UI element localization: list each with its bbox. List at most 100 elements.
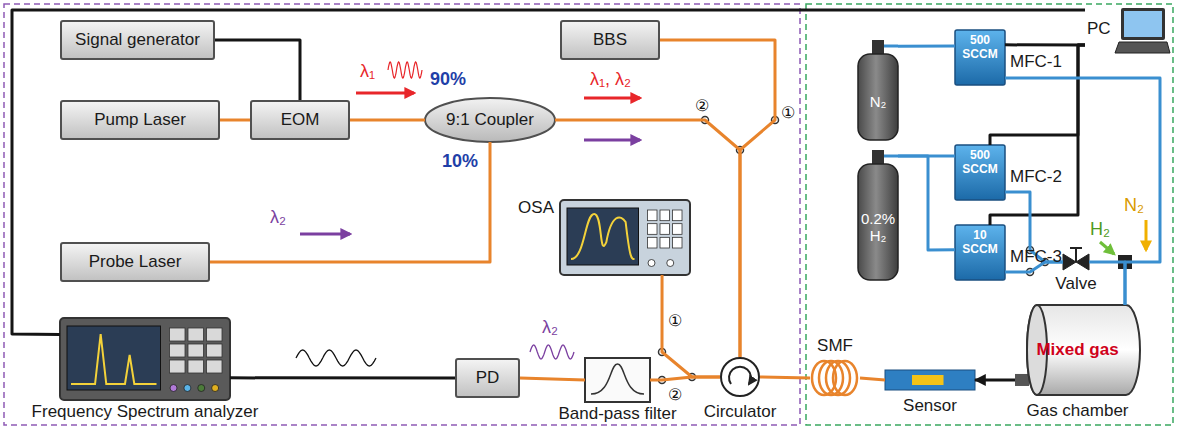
- keypad-key: [648, 224, 658, 235]
- laptop-display: [1124, 11, 1162, 37]
- keypad-key: [660, 210, 670, 221]
- optical-spectrum-analyzer: OSA: [560, 200, 690, 275]
- pc-laptop: PC: [1085, 5, 1170, 58]
- node-caption: 0.2% H₂: [858, 210, 898, 245]
- cylinder-body: [858, 164, 898, 280]
- gas-valve: Valve: [1063, 252, 1089, 272]
- mass-flow-controller-drawing: [955, 30, 1005, 85]
- mass-flow-controller: 500 SCCMMFC-1: [955, 30, 1005, 85]
- node-label: Mixed gas: [1015, 340, 1140, 360]
- sensor-element: [912, 375, 944, 385]
- optical-fiber: [350, 119, 425, 122]
- keypad-key: [648, 210, 658, 221]
- circulator-body: [721, 358, 759, 396]
- keypad-key: [207, 360, 223, 373]
- keypad-key: [673, 210, 683, 221]
- instrument-screen: [67, 326, 161, 390]
- keypad-key: [648, 237, 658, 248]
- port-knob: [212, 385, 219, 392]
- gas-label: N₂: [1124, 196, 1144, 216]
- gas-cylinder: N₂: [858, 38, 898, 140]
- node-label: BBS: [562, 30, 658, 50]
- gas-chamber: Mixed gasGas chamber: [1015, 305, 1140, 395]
- laptop-base: [1115, 42, 1170, 53]
- port-knob: [184, 385, 191, 392]
- circulator-arrow: [729, 367, 751, 384]
- signal-cable: [230, 376, 455, 379]
- spectrum-analyzer-drawing: [60, 318, 230, 400]
- node-caption: PC: [1087, 19, 1117, 39]
- keypad-key: [170, 328, 186, 341]
- keypad-key: [170, 344, 186, 357]
- keypad-key: [207, 328, 223, 341]
- pump-laser: Pump Laser: [60, 100, 220, 140]
- probe-arrow: [584, 139, 640, 142]
- node-caption: MFC-1: [1010, 52, 1070, 72]
- instrument-body: [560, 200, 690, 275]
- optical-fiber: [760, 377, 810, 378]
- pump-arrow: [356, 92, 414, 95]
- n2-arrow: [1145, 220, 1148, 250]
- optical-spectrum-analyzer-drawing: [560, 200, 690, 275]
- fiber-coil-drawing: [812, 361, 857, 395]
- h2-arrow: [1100, 242, 1114, 254]
- pc-laptop-drawing: [1115, 8, 1170, 53]
- wavelength-label: λ₁, λ₂: [590, 70, 631, 90]
- node-caption: SMF: [805, 336, 865, 356]
- node-label: 9:1 Coupler: [425, 110, 555, 130]
- keypad-key: [188, 344, 204, 357]
- control-cable: [990, 45, 1085, 145]
- coupler-body: [425, 98, 555, 142]
- node-caption: Band-pass filter: [552, 404, 683, 424]
- switch-port-number: ①: [781, 104, 795, 122]
- mfc-body: [955, 30, 1005, 85]
- optical-fiber: [555, 120, 740, 357]
- node-caption: Circulator: [684, 402, 796, 422]
- gas-tube: [898, 156, 955, 250]
- split-ratio: 10%: [442, 152, 478, 172]
- spectrum-trace: [571, 214, 635, 259]
- instrument-body: [60, 318, 230, 400]
- optical-region-border: [4, 4, 800, 425]
- fiber-loop: [833, 361, 857, 395]
- circulator: Circulator: [720, 357, 760, 397]
- node-caption: MFC-3: [1010, 247, 1070, 267]
- node-label: EOM: [252, 110, 348, 130]
- laptop-screen: [1121, 8, 1165, 40]
- keypad-key: [673, 237, 683, 248]
- node-label: Signal generator: [62, 30, 213, 50]
- node-label: PD: [457, 368, 518, 388]
- gas-region-border: [806, 4, 1173, 425]
- gas-cylinder: 0.2% H₂: [858, 148, 898, 280]
- node-caption: 10 SCCM: [955, 229, 1005, 257]
- pump-arrow: [584, 97, 640, 100]
- port-knob: [170, 385, 177, 392]
- node-caption: Gas chamber: [1010, 401, 1145, 421]
- probe-wave: [530, 345, 574, 359]
- gas-tube: [898, 44, 955, 47]
- band-pass-filter-drawing: [585, 358, 650, 402]
- keypad-key: [660, 224, 670, 235]
- mfc-body: [955, 225, 1005, 280]
- sensor-probe-drawing: [885, 370, 975, 390]
- eom-modulator: EOM: [250, 100, 350, 140]
- control-cable: [990, 45, 1085, 225]
- fiber-loop: [826, 361, 850, 395]
- node-caption: 500 SCCM: [955, 34, 1005, 62]
- mass-flow-controller-drawing: [955, 225, 1005, 280]
- optical-coupler-drawing: [425, 98, 555, 142]
- fiber-coil: SMF: [810, 360, 860, 396]
- filter-body: [585, 358, 650, 402]
- node-caption: MFC-2: [1010, 167, 1070, 187]
- modulation-wave: [388, 62, 422, 78]
- gas-label: H₂: [1090, 220, 1110, 240]
- keypad-key: [660, 237, 670, 248]
- switch-port-number: ①: [668, 312, 682, 330]
- split-ratio: 90%: [430, 70, 466, 90]
- sensor-tube: [885, 370, 975, 390]
- mass-flow-controller: 500 SCCMMFC-2: [955, 145, 1005, 200]
- port-knob: [648, 260, 655, 267]
- node-caption: OSA: [508, 198, 554, 218]
- node-label: Probe Laser: [62, 252, 208, 272]
